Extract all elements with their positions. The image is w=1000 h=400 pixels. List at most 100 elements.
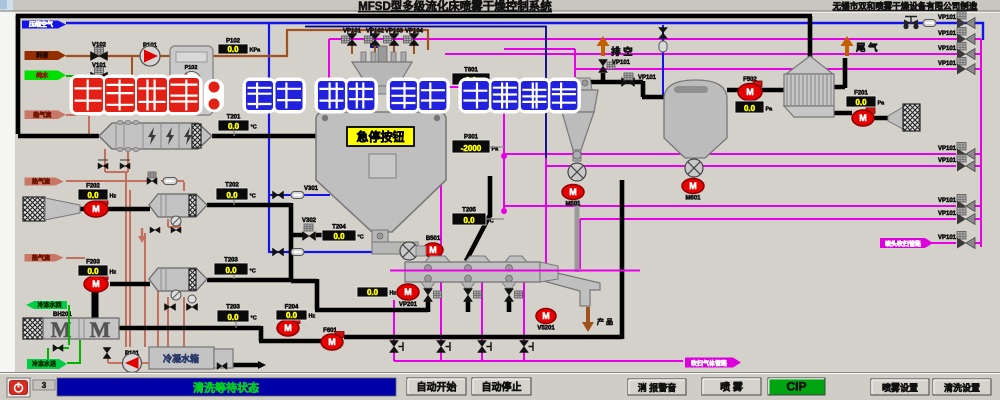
svg-text:产 品: 产 品 bbox=[597, 317, 613, 326]
svg-text:T205: T205 bbox=[462, 208, 476, 214]
svg-text:P102: P102 bbox=[226, 39, 241, 45]
svg-text:压缩空气: 压缩空气 bbox=[29, 21, 53, 29]
svg-text:°C: °C bbox=[250, 269, 256, 275]
svg-text:V302: V302 bbox=[302, 218, 317, 224]
svg-text:VP101: VP101 bbox=[938, 198, 957, 204]
svg-text:VP101: VP101 bbox=[938, 31, 957, 37]
svg-text:M: M bbox=[746, 87, 754, 97]
svg-text:P102: P102 bbox=[185, 65, 198, 71]
svg-text:VP101: VP101 bbox=[938, 61, 957, 67]
svg-text:°C: °C bbox=[250, 194, 256, 200]
svg-text:尾 气: 尾 气 bbox=[855, 42, 878, 54]
svg-text:0.0: 0.0 bbox=[228, 122, 240, 131]
svg-text:M: M bbox=[859, 113, 867, 123]
svg-text:M501: M501 bbox=[565, 202, 581, 208]
svg-text:Pa: Pa bbox=[766, 107, 774, 113]
svg-text:M: M bbox=[429, 245, 437, 255]
svg-text:0.0: 0.0 bbox=[225, 266, 237, 275]
svg-text:料液: 料液 bbox=[36, 52, 49, 60]
svg-text:Pa: Pa bbox=[492, 147, 500, 153]
svg-text:VP101: VP101 bbox=[938, 15, 957, 21]
svg-text:VP101: VP101 bbox=[612, 60, 631, 66]
svg-text:0.0: 0.0 bbox=[744, 104, 756, 113]
svg-text:BH201: BH201 bbox=[53, 312, 72, 318]
svg-text:纯水: 纯水 bbox=[36, 71, 49, 79]
svg-text:M: M bbox=[92, 279, 100, 289]
svg-text:F202: F202 bbox=[86, 184, 100, 190]
svg-text:热气流: 热气流 bbox=[32, 254, 50, 262]
svg-text:M: M bbox=[51, 317, 72, 342]
svg-text:KPa: KPa bbox=[250, 48, 262, 54]
svg-text:0.0: 0.0 bbox=[463, 216, 475, 225]
svg-text:°C: °C bbox=[251, 125, 257, 131]
svg-text:°C: °C bbox=[251, 316, 257, 322]
svg-text:VP101: VP101 bbox=[938, 158, 957, 164]
svg-text:热气流: 热气流 bbox=[32, 178, 50, 186]
svg-text:VP101: VP101 bbox=[938, 235, 957, 241]
svg-text:0.0: 0.0 bbox=[226, 191, 238, 200]
svg-text:Hz: Hz bbox=[110, 270, 117, 276]
svg-text:0.0: 0.0 bbox=[333, 232, 345, 241]
svg-text:0.0: 0.0 bbox=[286, 311, 298, 320]
svg-text:F204: F204 bbox=[285, 305, 299, 311]
svg-text:M: M bbox=[284, 323, 292, 333]
svg-text:M: M bbox=[542, 311, 550, 321]
svg-text:清洗等待状态: 清洗等待状态 bbox=[193, 381, 259, 395]
svg-text:0.0: 0.0 bbox=[87, 191, 99, 200]
svg-text:0.0: 0.0 bbox=[367, 288, 379, 297]
svg-text:Pa: Pa bbox=[878, 101, 886, 107]
svg-text:VP103: VP103 bbox=[385, 29, 404, 35]
svg-text:冷冻水进: 冷冻水进 bbox=[32, 360, 56, 368]
svg-text:热气流: 热气流 bbox=[33, 111, 51, 119]
svg-text:F601: F601 bbox=[323, 328, 337, 334]
svg-text:V102: V102 bbox=[92, 43, 107, 49]
svg-text:T601: T601 bbox=[464, 68, 478, 74]
svg-text:°C: °C bbox=[358, 235, 364, 241]
svg-text:VP101: VP101 bbox=[938, 46, 957, 52]
svg-text:V101: V101 bbox=[92, 63, 107, 69]
svg-text:VP101: VP101 bbox=[638, 75, 657, 81]
svg-text:喷头吹扫管路: 喷头吹扫管路 bbox=[885, 240, 922, 248]
svg-text:°C: °C bbox=[488, 219, 494, 225]
svg-text:F203: F203 bbox=[86, 260, 100, 266]
svg-text:F201: F201 bbox=[854, 91, 868, 97]
svg-text:喷雾设置: 喷雾设置 bbox=[882, 382, 918, 393]
svg-text:T204: T204 bbox=[332, 225, 346, 231]
svg-text:Hz: Hz bbox=[390, 291, 397, 297]
svg-text:MFSD型多级流化床喷雾干燥控制系统: MFSD型多级流化床喷雾干燥控制系统 bbox=[358, 0, 552, 13]
svg-text:吹扫气体管路: 吹扫气体管路 bbox=[691, 360, 728, 368]
svg-text:VP101: VP101 bbox=[343, 29, 362, 35]
svg-text:消 报警音: 消 报警音 bbox=[638, 382, 677, 393]
svg-text:P301: P301 bbox=[464, 135, 479, 141]
svg-text:M: M bbox=[689, 181, 697, 191]
svg-text:CIP: CIP bbox=[786, 379, 806, 393]
svg-text:自动开始: 自动开始 bbox=[417, 380, 457, 393]
svg-text:Hz: Hz bbox=[309, 314, 316, 320]
svg-text:M: M bbox=[404, 287, 412, 297]
svg-text:M: M bbox=[92, 204, 100, 214]
svg-text:B501: B501 bbox=[426, 236, 441, 242]
svg-text:VP104: VP104 bbox=[405, 29, 424, 35]
svg-text:0.0: 0.0 bbox=[87, 267, 99, 276]
svg-text:0.0: 0.0 bbox=[855, 98, 867, 107]
svg-text:V301: V301 bbox=[304, 186, 319, 192]
svg-text:VP101: VP101 bbox=[938, 211, 957, 217]
svg-text:T201: T201 bbox=[227, 115, 241, 121]
svg-text:喷 雾: 喷 雾 bbox=[720, 380, 744, 393]
svg-text:自动停止: 自动停止 bbox=[482, 380, 522, 393]
svg-text:M601: M601 bbox=[685, 196, 701, 202]
svg-text:冷冻水回: 冷冻水回 bbox=[37, 301, 61, 309]
svg-text:M: M bbox=[328, 337, 336, 347]
svg-text:0.0: 0.0 bbox=[227, 45, 239, 54]
svg-text:3: 3 bbox=[42, 381, 47, 390]
svg-text:T203: T203 bbox=[224, 258, 238, 264]
svg-text:F502: F502 bbox=[743, 77, 757, 83]
svg-text:M: M bbox=[569, 187, 577, 197]
svg-text:排 空: 排 空 bbox=[611, 46, 633, 58]
svg-text:冷凝水箱: 冷凝水箱 bbox=[163, 353, 199, 364]
svg-text:急停按钮: 急停按钮 bbox=[356, 129, 404, 144]
svg-text:-2000: -2000 bbox=[461, 144, 482, 153]
svg-text:清洗设置: 清洗设置 bbox=[944, 382, 980, 393]
svg-text:无锡市双和喷雾干燥设备有限公司制造: 无锡市双和喷雾干燥设备有限公司制造 bbox=[832, 1, 978, 11]
svg-text:VP201: VP201 bbox=[399, 302, 418, 308]
